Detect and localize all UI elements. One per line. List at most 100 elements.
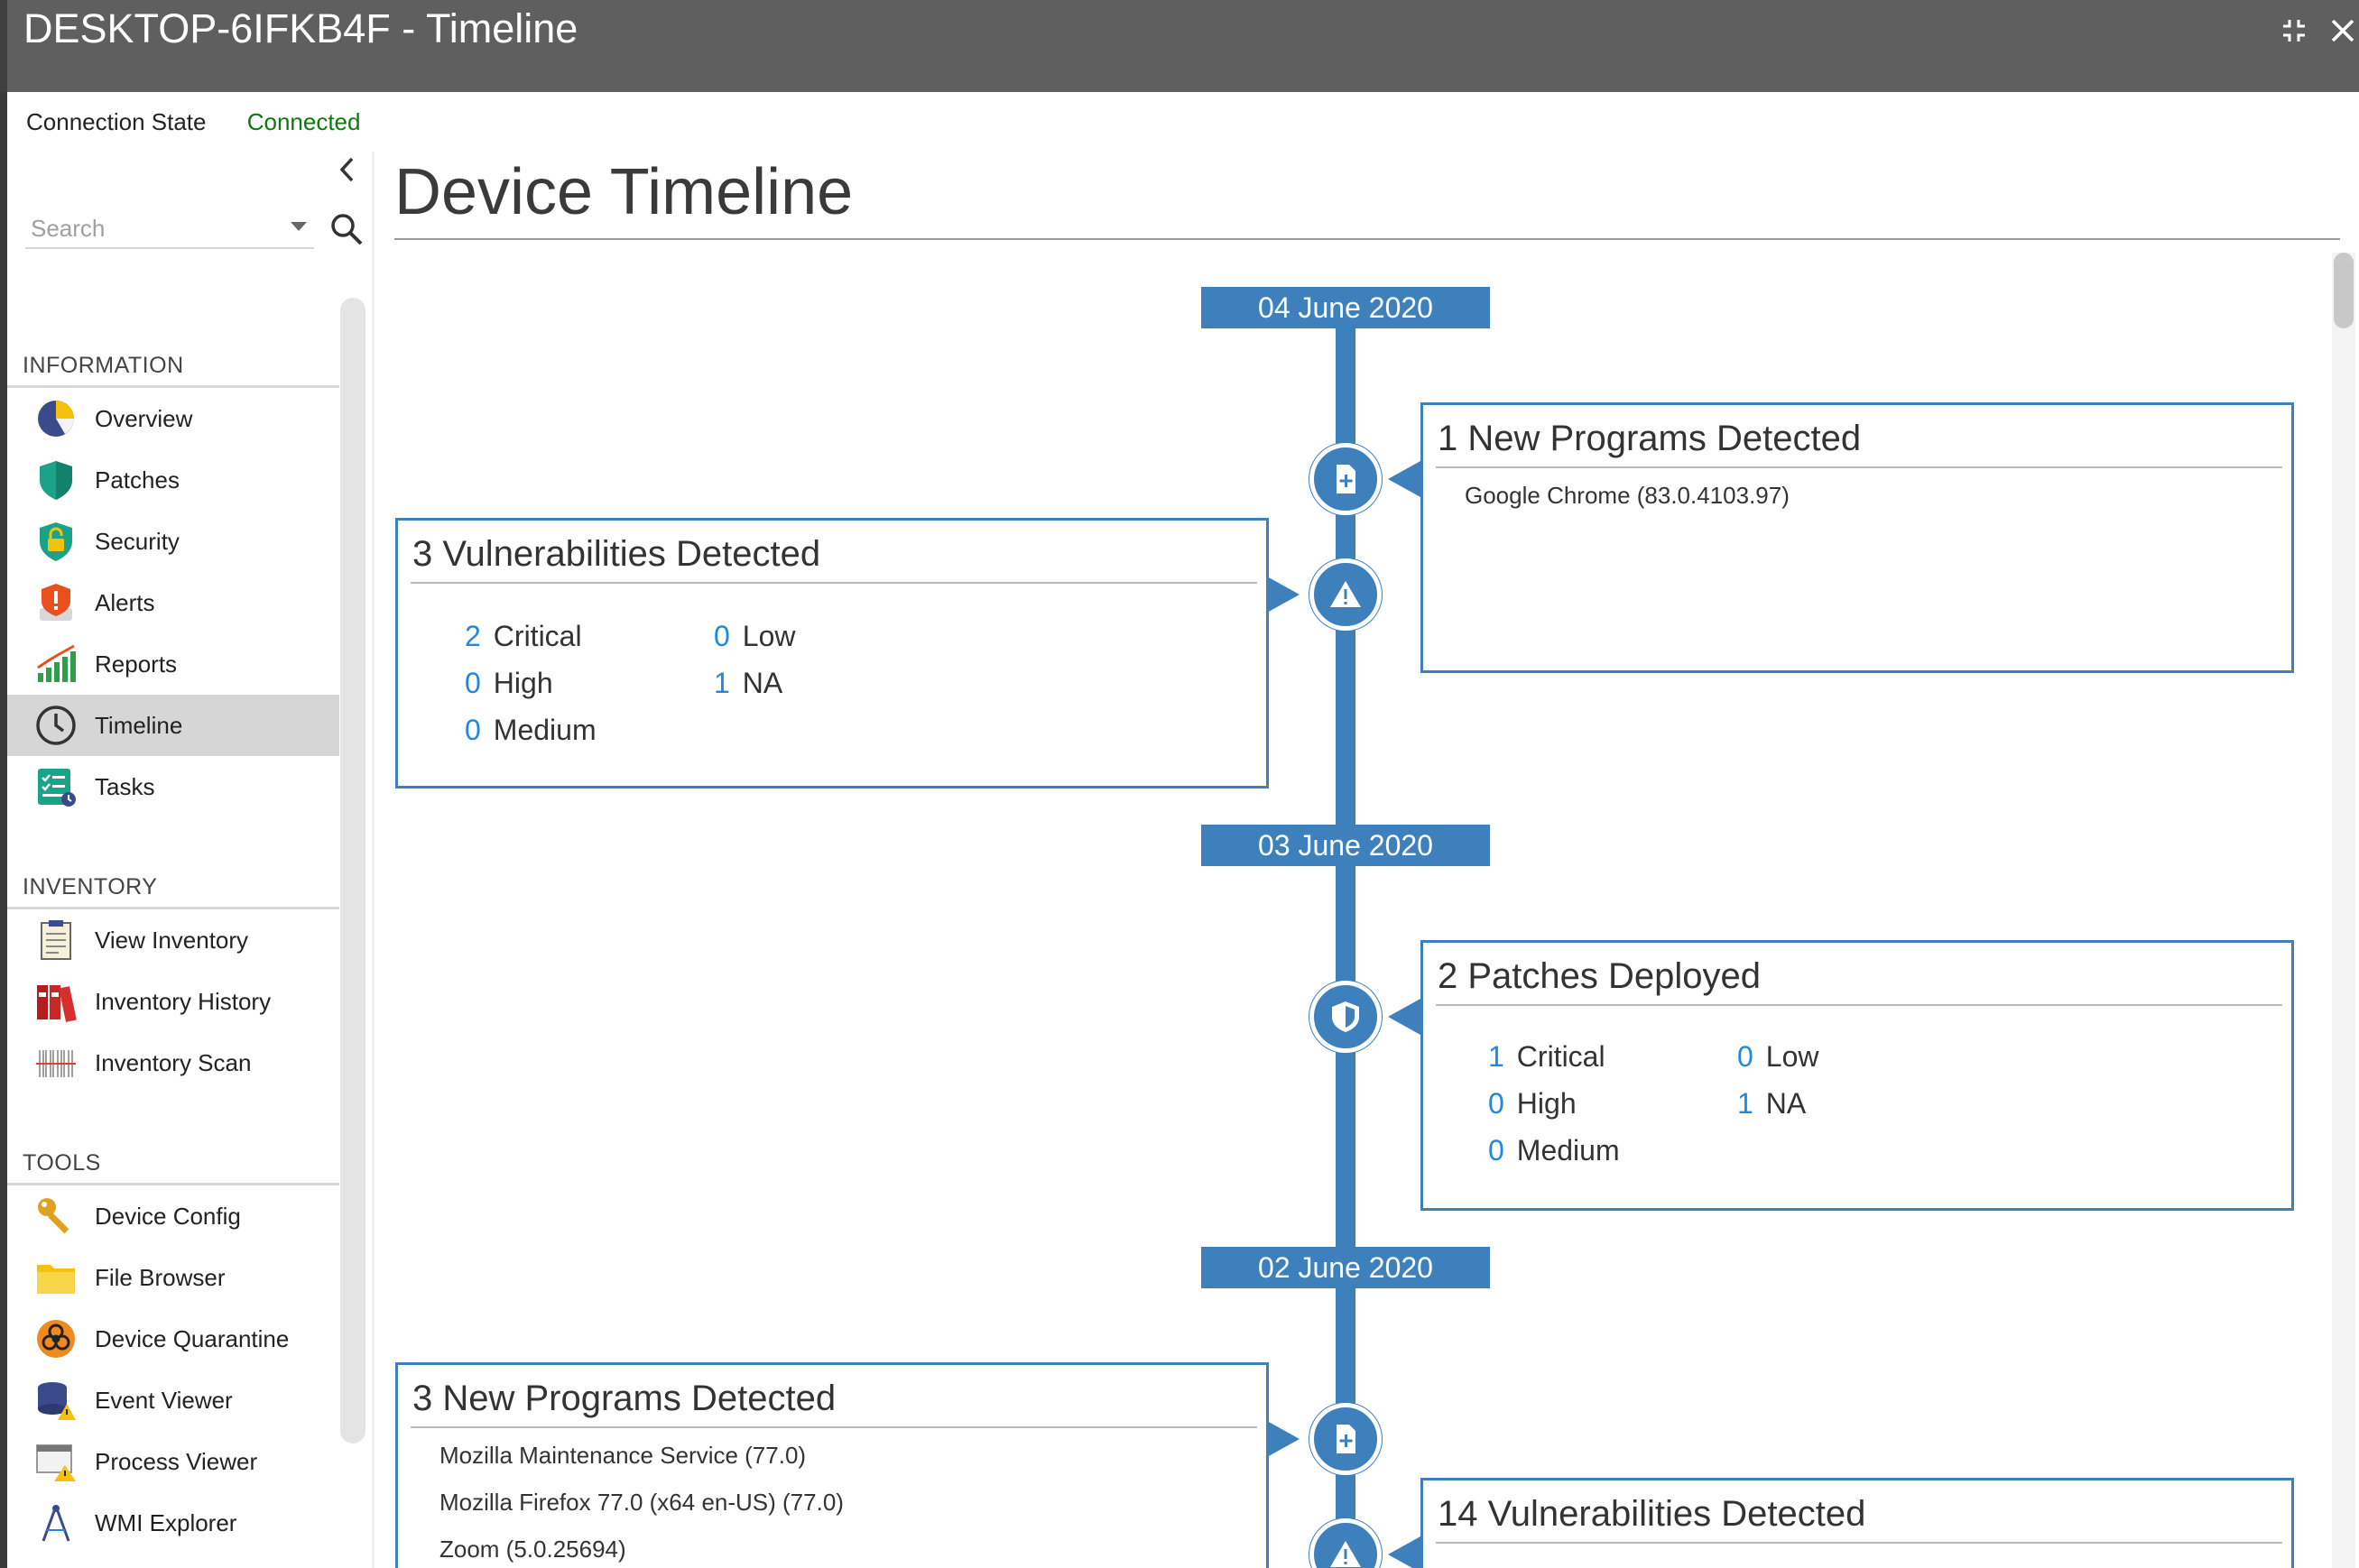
event-node[interactable] (1309, 981, 1382, 1053)
program-item: Mozilla Firefox 77.0 (x64 en-US) (77.0) (439, 1489, 844, 1516)
sidebar-item-label: Patches (95, 466, 180, 493)
sidebar-item-overview[interactable]: Overview (7, 388, 339, 449)
date-label: 03 June 2020 (1201, 825, 1490, 866)
sidebar-item-reports[interactable]: Reports (7, 633, 339, 695)
event-pointer (1388, 1536, 1420, 1568)
restore-icon[interactable] (2274, 11, 2314, 51)
sidebar-item-wmi-explorer[interactable]: WMI Explorer (7, 1492, 339, 1554)
title-divider (394, 238, 2340, 240)
warning-icon (1330, 581, 1361, 607)
main-scrollbar-thumb[interactable] (2334, 253, 2354, 328)
sidebar-item-label: File Browser (95, 1264, 226, 1291)
section-divider (7, 385, 339, 388)
program-item: Mozilla Maintenance Service (77.0) (439, 1442, 807, 1469)
event-title: 14 Vulnerabilities Detected (1438, 1494, 1866, 1534)
date-label: 02 June 2020 (1201, 1247, 1490, 1288)
checklist-icon (34, 765, 78, 808)
sidebar-item-timeline[interactable]: Timeline (7, 695, 339, 756)
clipboard-icon (34, 918, 78, 962)
collapse-sidebar-button[interactable] (332, 152, 363, 188)
sidebar-item-label: Timeline (95, 712, 183, 739)
card-divider (411, 1426, 1257, 1428)
sidebar-item-label: Event Viewer (95, 1387, 233, 1414)
event-pointer (1267, 1421, 1300, 1457)
card-divider (411, 582, 1257, 584)
sidebar-scrollbar[interactable] (340, 298, 365, 1443)
main-scrollbar[interactable] (2332, 253, 2355, 1568)
shield-icon (34, 458, 78, 502)
sidebar-item-patches[interactable]: Patches (7, 449, 339, 511)
sidebar-item-label: View Inventory (95, 927, 249, 954)
sidebar-divider (372, 152, 375, 1568)
database-warning-icon (34, 1379, 78, 1422)
event-node[interactable] (1309, 558, 1382, 631)
sidebar-item-label: Security (95, 528, 180, 555)
connection-state: Connection State Connected (26, 108, 360, 135)
binders-icon (34, 980, 78, 1023)
lock-shield-icon (34, 520, 78, 563)
key-icon (34, 1194, 78, 1238)
connection-state-value: Connected (246, 108, 361, 135)
sidebar-item-label: Device Config (95, 1203, 241, 1230)
event-node[interactable] (1309, 443, 1382, 515)
event-card[interactable]: 14 Vulnerabilities Detected (1420, 1478, 2294, 1568)
sidebar-item-inventory-scan[interactable]: Inventory Scan (7, 1032, 339, 1093)
search-dropdown-icon[interactable] (291, 222, 307, 231)
card-divider (1436, 1542, 2282, 1544)
sidebar-item-inventory-history[interactable]: Inventory History (7, 971, 339, 1032)
sidebar-item-label: Reports (95, 650, 178, 678)
window-title-bar: DESKTOP-6IFKB4F - Timeline (0, 0, 2359, 92)
sidebar-item-process-viewer[interactable]: Process Viewer (7, 1431, 339, 1492)
search-box (25, 209, 314, 249)
clock-icon (34, 704, 78, 747)
sidebar-item-label: Alerts (95, 589, 155, 616)
window-title: DESKTOP-6IFKB4F - Timeline (23, 5, 578, 51)
window-left-border (0, 92, 7, 1568)
sidebar-item-label: Tasks (95, 773, 155, 800)
search-input[interactable] (31, 213, 283, 244)
sidebar-item-alerts[interactable]: Alerts (7, 572, 339, 633)
sidebar-item-device-quarantine[interactable]: Device Quarantine (7, 1308, 339, 1370)
sidebar-item-label: Overview (95, 405, 193, 432)
connection-state-label: Connection State (26, 108, 207, 135)
search-icon[interactable] (327, 209, 366, 249)
alert-badge-icon (34, 581, 78, 624)
event-node[interactable] (1309, 1518, 1382, 1568)
event-card[interactable]: 1 New Programs Detected Google Chrome (8… (1420, 402, 2294, 673)
event-card[interactable]: 3 New Programs Detected Mozilla Maintena… (395, 1362, 1269, 1568)
sidebar-item-view-inventory[interactable]: View Inventory (7, 909, 339, 971)
sidebar-item-device-config[interactable]: Device Config (7, 1185, 339, 1247)
compass-icon (34, 1501, 78, 1545)
file-plus-icon (1337, 465, 1355, 493)
pie-chart-icon (34, 397, 78, 440)
sidebar-item-label: Inventory Scan (95, 1049, 252, 1076)
section-divider (7, 907, 339, 909)
event-node[interactable] (1309, 1403, 1382, 1475)
event-title: 2 Patches Deployed (1438, 956, 1762, 996)
sidebar-nav: INFORMATION Overview Patches Security Al… (7, 298, 339, 1568)
date-label: 04 June 2020 (1201, 287, 1490, 328)
sidebar-item-tasks[interactable]: Tasks (7, 756, 339, 817)
sidebar-item-event-viewer[interactable]: Event Viewer (7, 1370, 339, 1431)
sidebar-item-file-browser[interactable]: File Browser (7, 1247, 339, 1308)
sidebar-item-label: Inventory History (95, 988, 272, 1015)
card-divider (1436, 1004, 2282, 1006)
folder-icon (34, 1256, 78, 1299)
section-header-information: INFORMATION (23, 353, 184, 378)
file-plus-icon (1337, 1425, 1355, 1453)
sidebar-item-security[interactable]: Security (7, 511, 339, 572)
close-icon[interactable] (2323, 11, 2359, 51)
page-title: Device Timeline (394, 156, 854, 228)
event-title: 1 New Programs Detected (1438, 419, 1862, 458)
shield-icon (1332, 1001, 1359, 1032)
